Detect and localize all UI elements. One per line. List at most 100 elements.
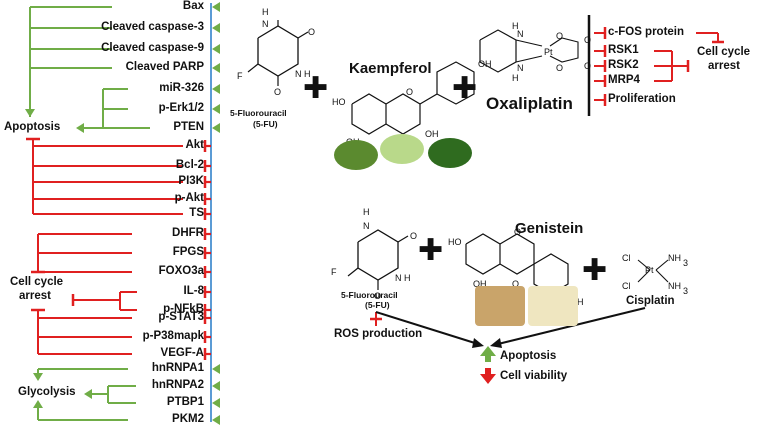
atom-label: F xyxy=(331,267,337,277)
left-target-label: DHFR xyxy=(172,227,204,239)
activation-arrow-head xyxy=(212,123,220,133)
genistein-ring xyxy=(533,253,569,295)
connector-line xyxy=(637,259,651,271)
atom-label: O xyxy=(556,31,564,41)
connector-line xyxy=(655,269,669,283)
left-target-label: IL-8 xyxy=(183,285,204,297)
activation-arrow-head xyxy=(212,23,220,33)
left-target-label: p-P38mapk xyxy=(142,330,204,342)
activation-arrow-head xyxy=(212,364,220,374)
up-arrow-icon xyxy=(480,346,496,362)
activation-arrow-head xyxy=(212,84,220,94)
left-target-label: PTEN xyxy=(173,121,204,133)
plus-icon: ✚ xyxy=(418,233,444,268)
bond xyxy=(247,63,259,73)
activation-arrow-head xyxy=(212,415,220,425)
atom-label: N xyxy=(517,29,524,39)
top-target-label: RSK1 xyxy=(608,44,639,56)
left-target-label: hnRNPA2 xyxy=(151,379,204,391)
top-target-label: c-FOS protein xyxy=(608,26,685,38)
left-target-label: hnRNPA1 xyxy=(151,362,204,374)
activation-arrow-head xyxy=(212,63,220,73)
atom-label: H xyxy=(363,207,370,217)
atom-label: NH xyxy=(668,281,681,291)
apoptosis-label: Apoptosis xyxy=(500,350,557,362)
atom-label: O xyxy=(308,27,316,37)
convergence-line xyxy=(497,307,646,345)
atom-label: N xyxy=(395,273,402,283)
left-target-label: p-Erk1/2 xyxy=(158,102,204,114)
atom-label: O xyxy=(584,61,592,71)
atom-label: Pt xyxy=(544,47,553,57)
activation-arrow-head xyxy=(25,109,35,117)
cell-cycle-label: Cell cycle xyxy=(10,276,64,288)
fu-label: (5-FU) xyxy=(253,119,278,129)
atom-label: HO xyxy=(332,97,346,107)
left-target-label: p-NFkB xyxy=(163,303,204,315)
top-target-label: Proliferation xyxy=(608,93,676,105)
plus-icon: ✚ xyxy=(303,71,329,106)
top-target-label: RSK2 xyxy=(608,59,639,71)
cisplatin-label: Cisplatin xyxy=(626,295,675,307)
broccoli-icon xyxy=(334,140,378,170)
oxalate-ring xyxy=(549,37,579,63)
left-target-label: PKM2 xyxy=(172,413,204,425)
atom-label: N xyxy=(262,19,269,29)
atom-label: N xyxy=(363,221,370,231)
atom-label: H xyxy=(512,73,519,83)
left-target-label: FPGS xyxy=(172,246,204,258)
kaempferol-ring xyxy=(351,93,387,135)
atom-label: Pt xyxy=(645,265,654,275)
convergence-line xyxy=(375,311,479,345)
fu-ring xyxy=(357,229,399,281)
fu-label: 5-Fluorouracil xyxy=(341,290,398,300)
atom-label: O xyxy=(410,231,418,241)
activation-arrow-head xyxy=(212,398,220,408)
genistein-label: Genistein xyxy=(515,220,584,237)
atom-label: OH xyxy=(478,59,492,69)
connector-line xyxy=(655,259,669,271)
activation-arrow-head xyxy=(33,400,43,408)
connector-line xyxy=(397,235,409,243)
connector-line xyxy=(515,55,543,63)
left-target-label: Cleaved caspase-3 xyxy=(101,21,204,33)
atom-label: 3 xyxy=(683,258,689,268)
apoptosis-label: Apoptosis xyxy=(4,121,61,133)
left-target-label: FOXO3a xyxy=(158,265,204,277)
atom-label: O xyxy=(584,35,592,45)
activation-arrow-head xyxy=(212,381,220,391)
activation-arrow-head xyxy=(212,2,220,12)
oxaliplatin-label: Oxaliplatin xyxy=(486,94,573,113)
left-target-label: miR-326 xyxy=(159,82,204,94)
left-target-label: Bcl-2 xyxy=(175,159,204,171)
atom-label: Cl xyxy=(622,281,631,291)
top-target-label: MRP4 xyxy=(608,74,640,86)
connector-line xyxy=(637,269,651,283)
atom-label: O xyxy=(514,227,522,237)
left-target-label: Cleaved caspase-9 xyxy=(101,42,204,54)
convergence-arrow-head xyxy=(472,338,484,348)
genistein-ring xyxy=(465,233,501,275)
connector-line xyxy=(515,39,543,47)
atom-label: H xyxy=(512,21,519,31)
atom-label: HO xyxy=(448,237,462,247)
down-arrow-icon xyxy=(480,368,496,384)
atom-label: F xyxy=(237,71,243,81)
atom-label: O xyxy=(556,63,564,73)
left-target-label: p-STAT3 xyxy=(158,311,204,323)
kale-icon xyxy=(428,138,472,168)
kaempferol-ring xyxy=(385,93,421,135)
bond xyxy=(297,31,309,39)
cell-cycle-label: arrest xyxy=(708,60,740,72)
atom-label: OH xyxy=(473,279,487,289)
fu-label: 5-Fluorouracil xyxy=(230,108,287,118)
atom-label: N xyxy=(295,69,302,79)
left-target-label: Akt xyxy=(185,139,204,151)
activation-arrow-head xyxy=(33,373,43,381)
plus-icon: ✚ xyxy=(582,253,608,288)
left-target-label: PI3K xyxy=(178,175,204,187)
genistein-ring xyxy=(499,233,535,275)
atom-label: NH xyxy=(668,253,681,263)
